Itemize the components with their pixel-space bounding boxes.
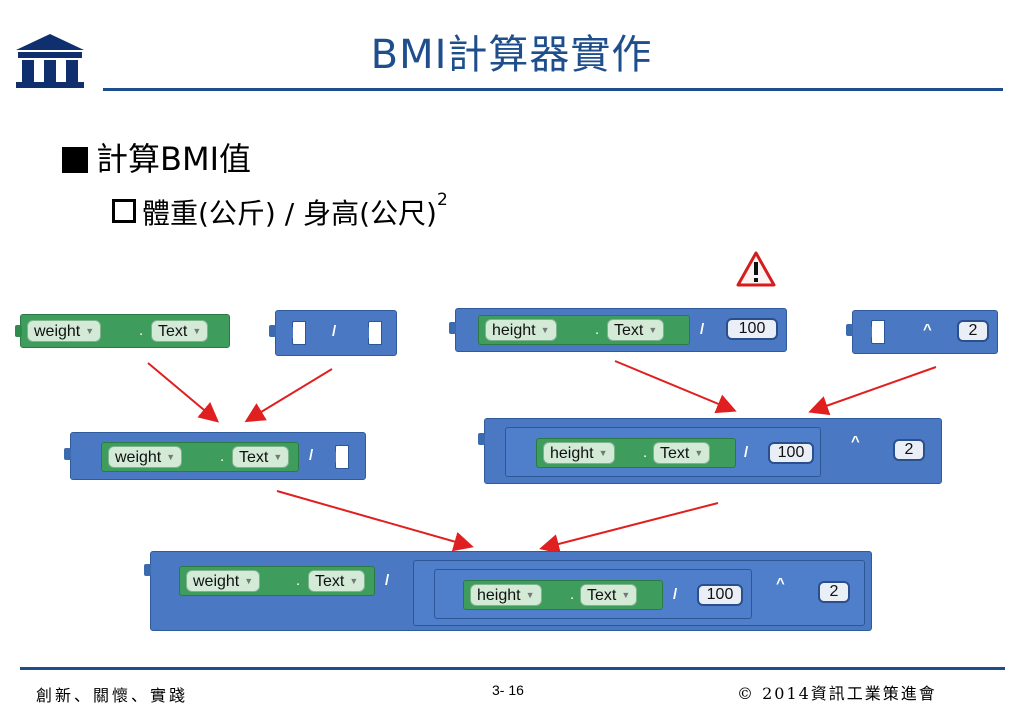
component-dropdown[interactable]: weight▼	[186, 570, 261, 592]
height-text-block[interactable]: height▼ . Text▼	[536, 438, 736, 468]
divide-operator: /	[700, 321, 705, 338]
bullet-level1: 計算BMI值	[62, 134, 251, 180]
divide-operator: /	[332, 323, 337, 340]
number-2[interactable]: 2	[818, 581, 850, 603]
arrow	[244, 368, 333, 423]
footer-divider	[20, 667, 1005, 670]
height-division-block[interactable]: height▼ . Text▼ / 100	[449, 308, 787, 352]
number-100[interactable]: 100	[768, 442, 814, 464]
footer-motto: 創新、關懷、實踐	[36, 686, 189, 705]
dropdown-icon: ▼	[85, 326, 95, 336]
bmi-formula-block[interactable]: weight▼ . Text▼ / height▼ . Text▼ / 100 …	[144, 551, 872, 631]
logo-icon	[16, 34, 84, 88]
height-division-block[interactable]: height▼ . Text▼ / 100	[434, 569, 752, 619]
empty-socket[interactable]	[330, 445, 349, 469]
height-text-block[interactable]: height▼ . Text▼	[478, 315, 690, 345]
arrow	[808, 366, 937, 416]
divide-operator: /	[673, 586, 678, 603]
footer-copyright: © 2014資訊工業策進會	[737, 684, 937, 703]
block-connector	[15, 325, 22, 337]
empty-socket[interactable]	[363, 321, 382, 345]
divide-operator: /	[744, 444, 749, 461]
bullet2-text: 體重(公斤) / 身高(公尺)	[142, 197, 437, 230]
arrow	[147, 362, 220, 423]
height-power-block[interactable]: height▼ . Text▼ / 100 ^ 2	[478, 418, 942, 484]
property-dropdown[interactable]: Text▼	[232, 446, 290, 468]
power-operator: ^	[851, 433, 860, 450]
arrow	[539, 502, 719, 554]
height-power-block[interactable]: height▼ . Text▼ / 100 ^ 2	[413, 560, 865, 626]
dot-separator: .	[296, 572, 301, 589]
block-connector	[64, 448, 71, 460]
dot-separator: .	[570, 586, 575, 603]
bullet-hollow-square-icon	[112, 199, 136, 223]
component-dropdown[interactable]: height▼	[470, 584, 542, 606]
property-dropdown[interactable]: Text▼	[308, 570, 366, 592]
number-2[interactable]: 2	[957, 320, 989, 342]
title-divider	[103, 88, 1003, 91]
empty-socket[interactable]	[287, 321, 306, 345]
dropdown-icon: ▼	[621, 590, 631, 600]
height-text-block[interactable]: height▼ . Text▼	[463, 580, 663, 610]
dropdown-icon: ▼	[648, 325, 658, 335]
block-connector	[478, 433, 485, 445]
block-connector	[144, 564, 151, 576]
property-dropdown[interactable]: Text▼	[653, 442, 711, 464]
arrow	[614, 360, 737, 414]
dropdown-icon: ▼	[349, 576, 359, 586]
height-division-block[interactable]: height▼ . Text▼ / 100	[505, 427, 821, 477]
page-title: BMI計算器實作	[370, 32, 653, 78]
bullet2-superscript: 2	[436, 190, 448, 210]
property-dropdown[interactable]: Text▼	[151, 320, 209, 342]
divide-operator: /	[385, 572, 390, 589]
division-block[interactable]: /	[269, 310, 397, 356]
property-dropdown[interactable]: Text▼	[607, 319, 665, 341]
bullet-level2: 體重(公斤) / 身高(公尺)2	[112, 190, 448, 232]
dropdown-icon: ▼	[598, 448, 608, 458]
block-connector	[846, 324, 853, 336]
dropdown-icon: ▼	[694, 448, 704, 458]
property-dropdown[interactable]: Text▼	[580, 584, 638, 606]
dot-separator: .	[595, 321, 600, 338]
weight-text-block[interactable]: weight▼ . Text▼	[15, 314, 230, 348]
dot-separator: .	[643, 444, 648, 461]
number-2[interactable]: 2	[893, 439, 925, 461]
empty-socket[interactable]	[866, 320, 885, 344]
dropdown-icon: ▼	[244, 576, 254, 586]
block-connector	[269, 325, 276, 337]
warning-icon[interactable]	[736, 251, 776, 287]
number-100[interactable]: 100	[726, 318, 778, 340]
power-operator: ^	[776, 575, 785, 592]
dropdown-icon: ▼	[166, 452, 176, 462]
weight-division-block[interactable]: weight▼ . Text▼ /	[64, 432, 366, 480]
dot-separator: .	[139, 322, 144, 339]
page-number: 3- 16	[492, 682, 524, 698]
component-dropdown[interactable]: height▼	[543, 442, 615, 464]
component-dropdown[interactable]: weight▼	[108, 446, 183, 468]
dot-separator: .	[220, 448, 225, 465]
dropdown-icon: ▼	[192, 326, 202, 336]
bullet-square-icon	[62, 147, 88, 173]
dropdown-icon: ▼	[273, 452, 283, 462]
component-dropdown[interactable]: height▼	[485, 319, 557, 341]
power-operator: ^	[923, 321, 932, 338]
weight-text-block[interactable]: weight▼ . Text▼	[179, 566, 375, 596]
divide-operator: /	[309, 447, 314, 464]
bullet1-text: 計算BMI值	[96, 140, 252, 178]
weight-text-block[interactable]: weight▼ . Text▼	[101, 442, 299, 472]
power-block[interactable]: ^ 2	[846, 310, 998, 354]
component-dropdown[interactable]: weight▼	[27, 320, 102, 342]
dropdown-icon: ▼	[540, 325, 550, 335]
arrow	[276, 490, 474, 552]
block-connector	[449, 322, 456, 334]
number-100[interactable]: 100	[697, 584, 743, 606]
dropdown-icon: ▼	[525, 590, 535, 600]
